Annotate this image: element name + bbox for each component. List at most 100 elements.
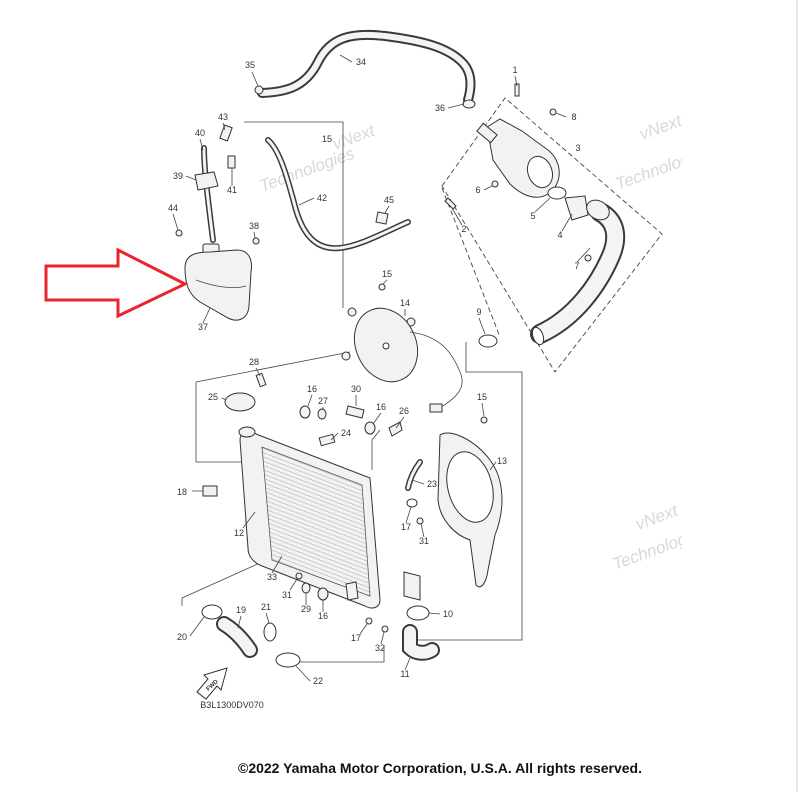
callout-label: 16: [376, 402, 386, 412]
callout-label: 43: [218, 112, 228, 122]
wire-connector: [429, 403, 443, 413]
callout-label: 31: [419, 536, 429, 546]
callout-label: 34: [356, 57, 366, 67]
callout-label: 42: [317, 193, 327, 203]
reservoir-tank: [184, 249, 252, 321]
grommet: [301, 582, 311, 594]
watermark-text: Technologies: [613, 142, 714, 194]
hose-11-inner: [404, 626, 438, 659]
callout-label: 20: [177, 632, 187, 642]
reference-line: [244, 121, 344, 308]
hose-clamp-21: [263, 622, 277, 642]
bolt: [175, 229, 183, 237]
hose-clamp: [478, 334, 498, 348]
hose-inner: [259, 31, 474, 103]
watermark-text: vNext: [637, 111, 686, 144]
fan-wire: [409, 331, 463, 409]
pipe-inner: [532, 204, 624, 342]
reservoir-hose-42: [265, 137, 411, 252]
housing-port: [526, 155, 554, 189]
callout-label: 29: [301, 604, 311, 614]
fitting: [219, 124, 233, 142]
leader-lines: [172, 54, 591, 682]
bolt: [365, 617, 373, 625]
mount-grommet: [347, 307, 357, 317]
pipe-end: [531, 326, 545, 346]
bolt: [416, 517, 424, 525]
forward-arrow-icon: FWD: [196, 667, 228, 700]
reference-lines: [181, 97, 663, 663]
callout-label: 35: [245, 60, 255, 70]
fan-shroud-13: [405, 416, 503, 588]
callout-label: 10: [443, 609, 453, 619]
reference-dash: [441, 187, 501, 338]
bracket: [345, 405, 365, 419]
highlight-arrow-icon: [44, 247, 189, 319]
callout-label: 14: [400, 298, 410, 308]
callout-label: 44: [168, 203, 178, 213]
callout-label: 6: [475, 185, 480, 195]
highlight-arrow-shape: [44, 247, 189, 319]
callout-label: 3: [575, 143, 580, 153]
gasket: [547, 186, 567, 200]
thermostat: [564, 195, 589, 221]
hose-23-inner: [406, 460, 422, 490]
mount-grommet: [341, 351, 351, 361]
callout-label: 15: [477, 392, 487, 402]
callout-label: 8: [571, 112, 576, 122]
hose-19-inner: [218, 618, 256, 656]
forward-arrow-shape: [196, 667, 228, 700]
watermark-text: vNext: [633, 501, 682, 534]
callout-label: 28: [249, 357, 259, 367]
callout-label: 15: [322, 134, 332, 144]
callout-label: 26: [399, 406, 409, 416]
callout-label: 31: [282, 590, 292, 600]
hose-clamp-20: [201, 604, 223, 620]
reference-line: [290, 645, 385, 663]
callout-label: 41: [227, 185, 237, 195]
reference-line: [195, 382, 244, 463]
radiator-cap: [224, 392, 256, 412]
callout-label: 11: [400, 669, 409, 679]
housing-inlet: [476, 122, 498, 144]
fitting: [255, 372, 267, 388]
copyright-notice: ©2022 Yamaha Motor Corporation, U.S.A. A…: [238, 760, 642, 776]
pipe-flange: [586, 199, 610, 221]
reservoir-assembly: [175, 124, 260, 321]
callout-label: 27: [318, 396, 328, 406]
callout-label: 39: [173, 171, 183, 181]
reference-line: [181, 561, 263, 606]
callout-label: 13: [497, 456, 507, 466]
bolt: [381, 625, 389, 633]
callout-label: 4: [557, 230, 562, 240]
callout-label: 24: [341, 428, 351, 438]
callout-label: 1: [512, 65, 517, 75]
thermostat-assembly: [444, 83, 626, 348]
callout-label: 21: [261, 602, 271, 612]
diagram-art: vNext Technologies vNext Technologies vN…: [168, 29, 714, 710]
bolt: [491, 180, 499, 188]
bolt: [252, 237, 260, 245]
bolt: [295, 572, 303, 580]
clamp: [388, 421, 403, 437]
grommet: [364, 421, 376, 435]
hose-clamp-22: [275, 652, 301, 668]
shroud-opening: [446, 451, 494, 523]
callout-label: 12: [234, 528, 244, 538]
callout-label: 25: [208, 392, 218, 402]
collar: [318, 433, 336, 447]
callout-label: 15: [382, 269, 392, 279]
watermark-text: Technologies: [610, 522, 711, 574]
bolt: [480, 416, 488, 424]
hose-clamp: [254, 85, 264, 95]
reference-line: [195, 351, 351, 383]
callout-label: 40: [195, 128, 205, 138]
tank-contour: [195, 279, 247, 288]
hose-inner: [266, 138, 410, 250]
reference-line: [371, 429, 381, 470]
hose-clamp-10: [406, 605, 430, 621]
fan-hub: [382, 342, 390, 350]
callout-label: 16: [307, 384, 317, 394]
callout-label: 17: [401, 522, 411, 532]
